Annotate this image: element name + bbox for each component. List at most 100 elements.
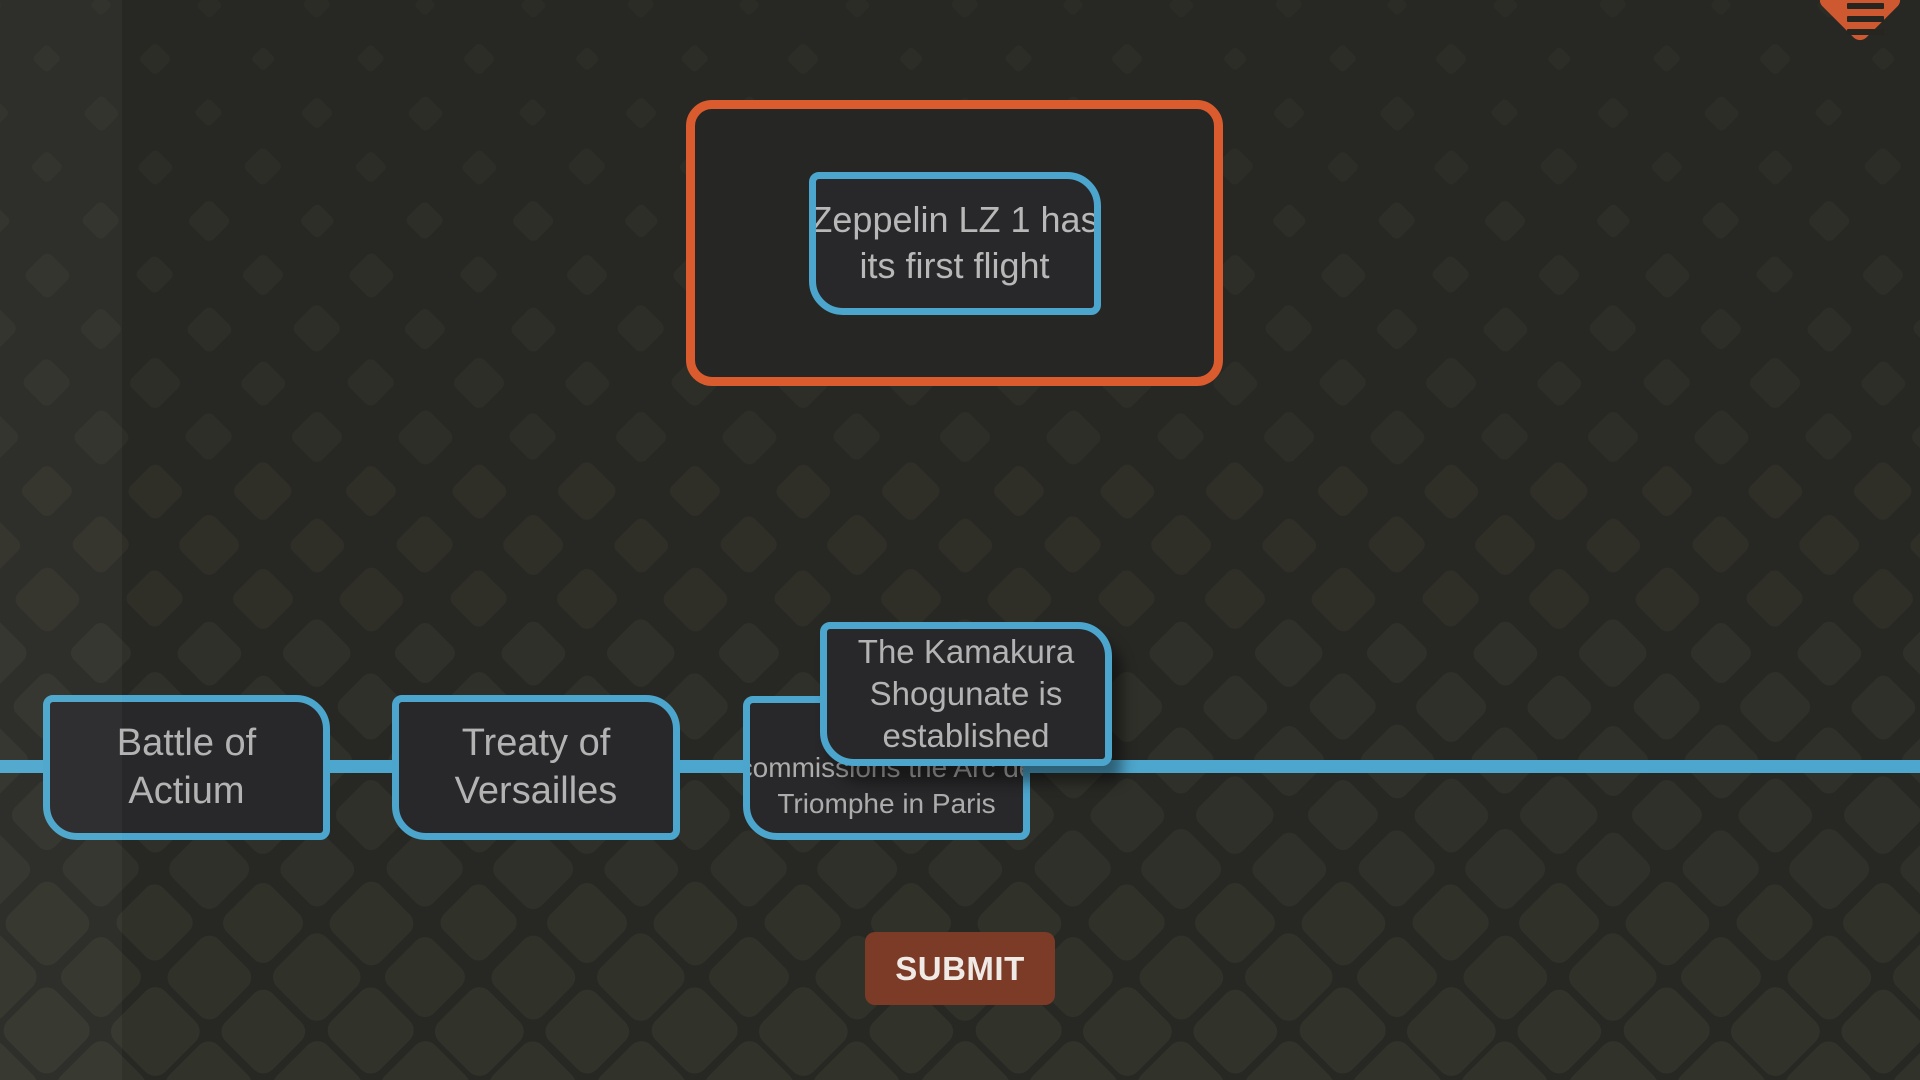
pattern-diamond <box>406 94 444 132</box>
pattern-diamond <box>1480 304 1530 354</box>
pattern-diamond <box>1062 0 1084 16</box>
pattern-diamond <box>1814 98 1844 128</box>
pattern-diamond <box>1598 0 1628 20</box>
pattern-diamond <box>1783 823 1875 915</box>
pattern-diamond <box>1482 198 1528 244</box>
pattern-diamond <box>506 410 560 464</box>
pattern-diamond <box>1596 96 1630 130</box>
pattern-diamond <box>614 302 668 356</box>
pattern-diamond <box>435 879 523 967</box>
pattern-diamond <box>1743 567 1807 631</box>
pattern-diamond <box>402 306 448 352</box>
pattern-diamond <box>0 514 24 576</box>
pattern-diamond <box>1526 458 1592 524</box>
pattern-diamond <box>1029 825 1117 913</box>
pattern-diamond <box>392 512 458 578</box>
pattern-diamond <box>1839 771 1920 859</box>
pattern-diamond <box>553 565 621 633</box>
draggable-card-zeppelin-first-flight[interactable]: Zeppelin LZ 1 has its first flight <box>808 171 1101 315</box>
pattern-diamond <box>346 250 396 300</box>
pattern-diamond <box>718 406 780 468</box>
pattern-diamond <box>562 358 612 408</box>
pattern-diamond <box>1364 512 1430 578</box>
pattern-diamond <box>1303 775 1383 855</box>
pattern-diamond <box>603 615 679 691</box>
pattern-diamond <box>1270 202 1308 240</box>
pattern-diamond <box>0 96 10 130</box>
pattern-diamond <box>123 567 187 631</box>
pattern-diamond <box>0 927 43 1027</box>
pattern-diamond <box>250 46 276 72</box>
pattern-diamond <box>1802 410 1856 464</box>
pattern-diamond <box>335 563 407 635</box>
pattern-diamond <box>1511 983 1607 1079</box>
pattern-diamond <box>173 617 245 689</box>
pattern-diamond <box>1386 0 1408 16</box>
pattern-diamond <box>1378 94 1416 132</box>
pattern-diamond <box>715 619 783 687</box>
pattern-diamond <box>612 408 670 466</box>
pattern-diamond <box>645 981 745 1080</box>
pattern-diamond <box>1523 671 1595 743</box>
pattern-diamond <box>703 931 795 1023</box>
timeline-card-battle-of-actium[interactable]: Battle of Actium <box>43 695 330 840</box>
pattern-diamond <box>1642 250 1692 300</box>
card-text-line: established <box>882 717 1050 755</box>
pattern-diamond <box>844 0 870 18</box>
pattern-diamond <box>498 510 568 580</box>
pattern-diamond <box>1409 773 1493 857</box>
pattern-diamond <box>1677 825 1765 913</box>
pattern-diamond <box>394 406 456 468</box>
pattern-diamond <box>759 879 847 967</box>
pattern-diamond <box>1353 825 1441 913</box>
pattern-diamond <box>1690 406 1752 468</box>
timeline-card-kamakura-shogunate[interactable]: The Kamakura Shogunate is established <box>820 622 1112 766</box>
timeline-card-treaty-of-versailles[interactable]: Treaty of Versailles <box>392 695 680 840</box>
pattern-diamond <box>1222 46 1248 72</box>
pattern-diamond <box>379 931 471 1023</box>
pattern-diamond <box>1534 358 1584 408</box>
pattern-diamond <box>1702 94 1740 132</box>
pattern-diamond <box>1314 462 1372 520</box>
pattern-diamond <box>1793 617 1865 689</box>
pattern-diamond <box>1687 619 1755 687</box>
pattern-diamond <box>1168 0 1194 18</box>
pattern-diamond <box>554 458 620 524</box>
pattern-diamond <box>1735 667 1815 747</box>
card-text-line: its first flight <box>859 245 1050 286</box>
pattern-diamond <box>124 460 186 522</box>
pattern-diamond <box>82 94 120 132</box>
card-text-line: Triomphe in Paris <box>777 788 996 820</box>
pattern-diamond <box>238 358 288 408</box>
card-text-line: Actium <box>128 769 245 812</box>
pattern-diamond <box>1804 304 1854 354</box>
pattern-diamond <box>1733 773 1817 857</box>
pattern-diamond <box>1318 250 1368 300</box>
card-text-line: Treaty of <box>461 721 611 764</box>
pattern-diamond <box>1563 927 1663 1027</box>
pattern-diamond <box>111 879 199 967</box>
pattern-diamond <box>1724 980 1825 1080</box>
pattern-diamond <box>1638 462 1696 520</box>
pattern-diamond <box>391 619 459 687</box>
pattern-diamond <box>300 96 334 130</box>
pattern-diamond <box>808 1036 906 1080</box>
pattern-diamond <box>1513 877 1605 969</box>
pattern-diamond <box>70 406 132 468</box>
pattern-diamond <box>1899 615 1920 691</box>
pattern-diamond <box>898 46 924 72</box>
submit-button[interactable]: SUBMIT <box>865 932 1055 1005</box>
holding-slot[interactable]: Zeppelin LZ 1 has its first flight <box>686 100 1223 386</box>
pattern-diamond <box>22 250 72 300</box>
pattern-diamond <box>290 302 344 356</box>
pattern-diamond <box>1640 356 1694 410</box>
pattern-diamond <box>1326 150 1360 184</box>
pattern-diamond <box>698 1034 799 1080</box>
pattern-diamond <box>1419 567 1483 631</box>
pattern-diamond <box>0 981 97 1080</box>
pattern-diamond <box>55 931 147 1023</box>
pattern-diamond <box>1400 980 1501 1080</box>
pattern-diamond <box>18 462 76 520</box>
pattern-diamond <box>1688 512 1754 578</box>
